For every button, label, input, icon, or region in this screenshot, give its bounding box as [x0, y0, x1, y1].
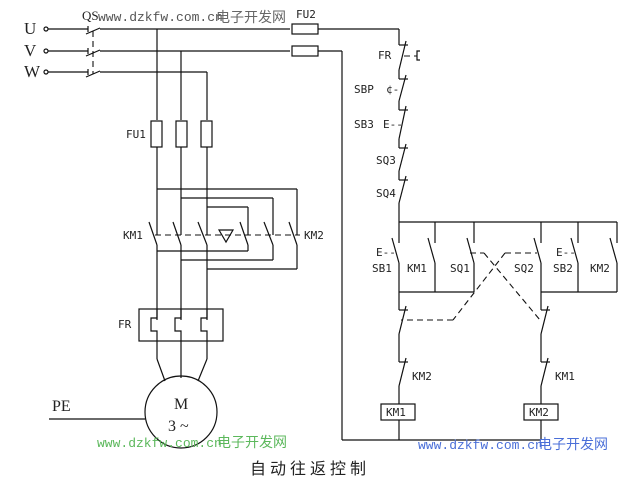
phase-label-v: V	[24, 41, 37, 60]
sb3-label: SB3	[354, 118, 374, 131]
sb1-pushbutton-icon: E--	[376, 246, 396, 259]
motor-type: 3 ~	[168, 418, 189, 435]
terminal-w	[43, 69, 49, 75]
sb3-pushbutton-icon: E--	[383, 118, 403, 131]
watermark-bottom-right-site: 电子开发网	[538, 437, 608, 453]
interlock-triangle-icon	[217, 229, 235, 244]
fu2-fuse-1	[291, 23, 319, 35]
power-circuit: FU1 KM1 KM2 F	[49, 29, 324, 449]
sq4-label: SQ4	[376, 187, 396, 200]
fu1-fuse-1	[150, 120, 163, 148]
km2-hold-label: KM2	[590, 262, 610, 275]
watermark-bottom-left-site: 电子开发网	[217, 435, 287, 451]
sb1-label: SB1	[372, 262, 392, 275]
km2-interlock-label: KM2	[412, 370, 432, 383]
sq2-label: SQ2	[514, 262, 534, 275]
pe-label: PE	[52, 398, 71, 415]
terminal-u	[43, 26, 49, 32]
watermarks: www.dzkfw.com.cn 电子开发网 www.dzkfw.com.cn …	[97, 10, 608, 453]
km1-main-label: KM1	[123, 229, 143, 242]
sq3-label: SQ3	[376, 154, 396, 167]
sbp-label: SBP	[354, 83, 374, 96]
fr-contact-label: FR	[378, 49, 392, 62]
fu2-label: FU2	[296, 8, 316, 21]
km1-interlock-label: KM1	[555, 370, 575, 383]
km1-hold-label: KM1	[407, 262, 427, 275]
thermal-icon	[416, 50, 420, 61]
control-fuse-fu2: FU2	[291, 8, 399, 440]
motor-symbol: M	[174, 396, 188, 413]
watermark-top-site: 电子开发网	[216, 10, 286, 26]
fr-main-label: FR	[118, 318, 132, 331]
watermark-bottom-left-url: www.dzkfw.com.cn	[97, 436, 222, 451]
terminal-v	[43, 48, 49, 54]
diagram-title: 自动往返控制	[250, 459, 370, 478]
fu2-fuse-2	[291, 45, 319, 57]
km2-main-label: KM2	[304, 229, 324, 242]
watermark-bottom-right-url: www.dzkfw.com.cn	[418, 438, 543, 453]
coil-km1-label: KM1	[386, 406, 406, 419]
sq1-label: SQ1	[450, 262, 470, 275]
fu1-fuse-3	[200, 120, 213, 148]
main-switch-qs: QS	[82, 8, 290, 78]
coil-km1	[380, 403, 416, 421]
sbp-button-icon: ¢-	[386, 83, 399, 96]
sb2-label: SB2	[553, 262, 573, 275]
sb2-pushbutton-icon: E--	[556, 246, 576, 259]
fu1-fuse-2	[175, 120, 188, 148]
fu1-label: FU1	[126, 128, 146, 141]
control-circuit: FR SBP ¢- SB3 E-- SQ3 SQ4 E-- SB1	[342, 29, 618, 441]
qs-label: QS	[82, 8, 99, 23]
coil-km2-label: KM2	[529, 406, 549, 419]
phase-inputs: U V W	[24, 19, 89, 81]
phase-label-w: W	[24, 62, 41, 81]
phase-label-u: U	[24, 19, 36, 38]
motor-circle	[144, 375, 218, 449]
watermark-top-url: www.dzkfw.com.cn	[98, 10, 223, 25]
